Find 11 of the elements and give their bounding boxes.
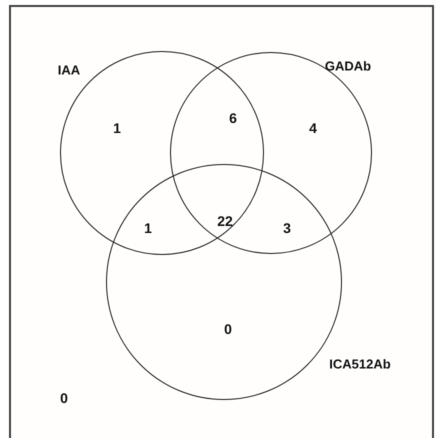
count-label: 3 — [283, 221, 291, 235]
count-label: 0 — [60, 391, 68, 405]
set-label: IAA — [58, 64, 80, 76]
count-label: 22 — [217, 214, 233, 228]
count-label: 0 — [224, 322, 232, 336]
count-label: 1 — [144, 221, 152, 235]
set-label: GADAb — [324, 60, 372, 72]
set-label: ICA512Ab — [329, 358, 391, 370]
count-label: 6 — [229, 111, 237, 125]
count-label: 1 — [113, 121, 121, 135]
count-label: 4 — [309, 121, 317, 135]
